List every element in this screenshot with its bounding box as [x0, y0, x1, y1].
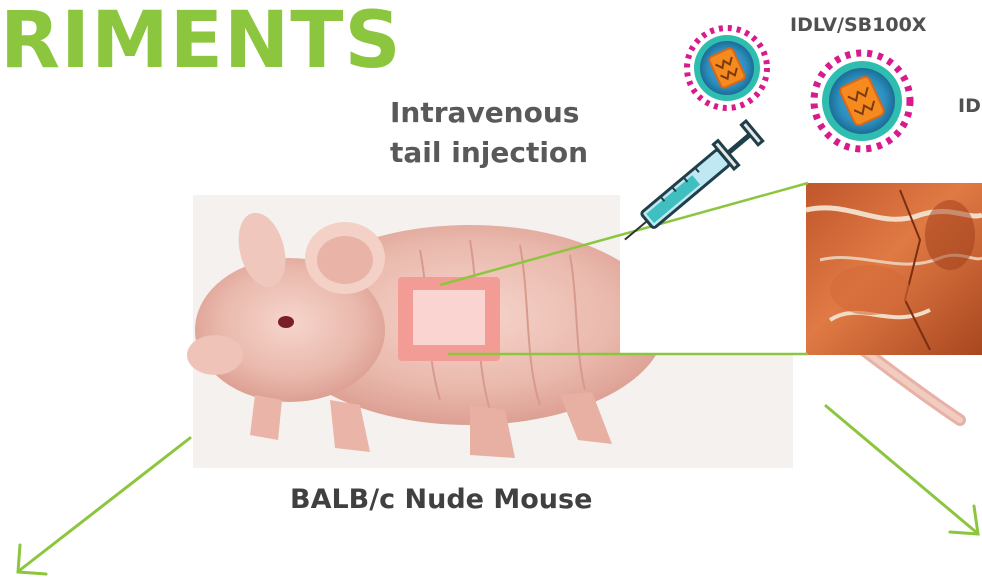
arrow-icon-left	[18, 438, 190, 574]
injection-line-1: Intravenous	[390, 93, 588, 133]
mouse-caption: BALB/c Nude Mouse	[290, 484, 592, 515]
vector-label-id: ID	[958, 95, 981, 117]
virus-icon-2	[814, 53, 910, 149]
arrow-icon-right	[826, 406, 978, 534]
injection-line-2: tail injection	[390, 133, 588, 173]
vector-label-idlv-sb100x: IDLV/SB100X	[790, 14, 926, 36]
slide-title: RIMENTS	[0, 2, 402, 80]
tumor-patch-inner	[413, 290, 485, 345]
injection-label: Intravenous tail injection	[390, 93, 588, 173]
virus-icon-1	[687, 28, 767, 108]
